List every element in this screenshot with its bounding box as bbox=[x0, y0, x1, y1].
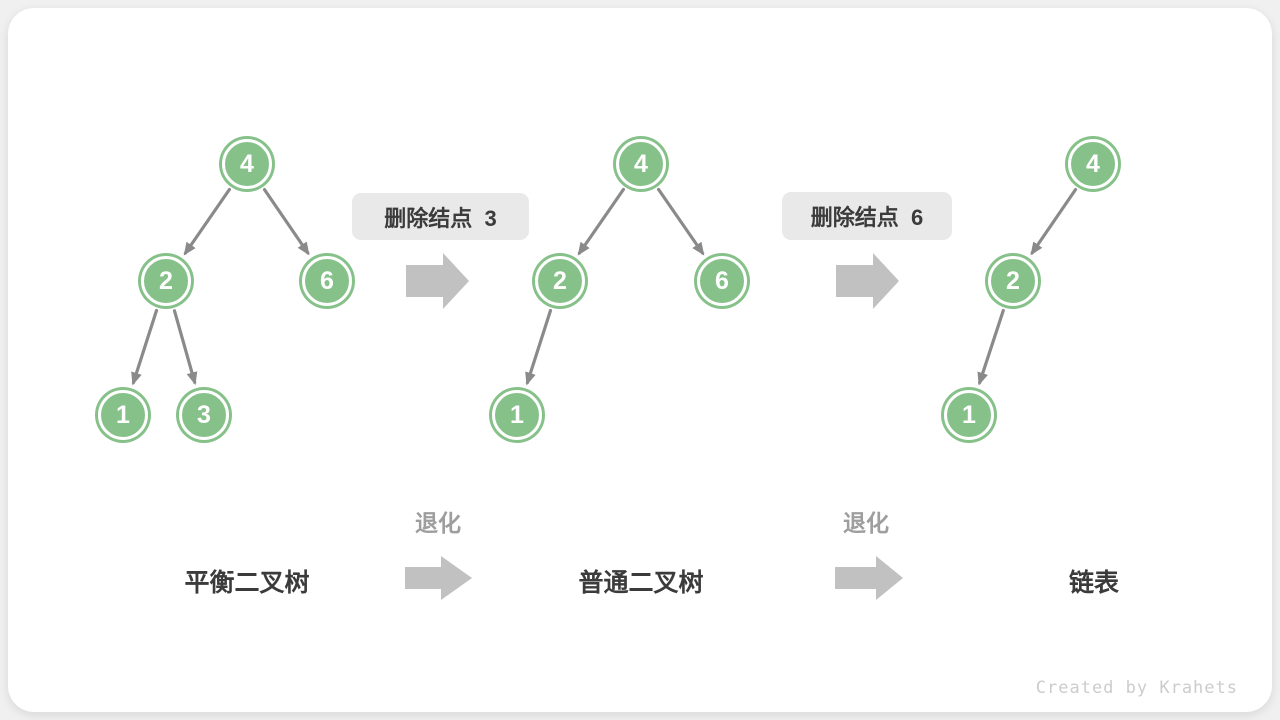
edge-2-1 bbox=[525, 308, 553, 386]
watermark-credit: Created by Krahets bbox=[1035, 678, 1238, 698]
tree-node: 1 bbox=[492, 390, 542, 440]
tree-node: 6 bbox=[302, 256, 352, 306]
tree-node: 2 bbox=[141, 256, 191, 306]
tree-node: 2 bbox=[535, 256, 585, 306]
diagram-card: 4 2 6 1 3 4 2 6 1 4 2 1 删除结点 3 删除结点 6 退化… bbox=[8, 8, 1272, 712]
edge-4-6 bbox=[656, 187, 705, 256]
tree-node: 6 bbox=[697, 256, 747, 306]
tree-node: 4 bbox=[222, 139, 272, 189]
degrade-block-arrow-icon-2 bbox=[835, 556, 903, 600]
tree-node: 1 bbox=[98, 390, 148, 440]
edge-4-6 bbox=[262, 188, 310, 256]
tree-node: 4 bbox=[616, 139, 666, 189]
edge-2-1 bbox=[131, 308, 159, 386]
edge-4-2 bbox=[1030, 188, 1078, 256]
tree-node: 4 bbox=[1068, 139, 1118, 189]
tree-name-ordinary-binary-tree: 普通二叉树 bbox=[578, 569, 704, 597]
degrade-block-arrow-icon-1 bbox=[405, 556, 472, 600]
step-label-delete-6: 删除结点 6 bbox=[782, 192, 952, 240]
step-label-delete-3: 删除结点 3 bbox=[352, 193, 529, 240]
edge-4-2 bbox=[577, 187, 626, 256]
tree-node: 2 bbox=[988, 256, 1038, 306]
tree-name-balanced-binary-tree: 平衡二叉树 bbox=[184, 569, 310, 597]
tree-node: 1 bbox=[944, 390, 994, 440]
edge-4-2 bbox=[183, 187, 231, 256]
edge-2-3 bbox=[172, 309, 198, 386]
edge-2-1 bbox=[977, 308, 1005, 386]
step-block-arrow-icon-1 bbox=[406, 253, 469, 309]
degrade-label-2: 退化 bbox=[843, 510, 889, 536]
degrade-label-1: 退化 bbox=[415, 510, 461, 536]
step-block-arrow-icon-2 bbox=[836, 253, 899, 309]
tree-name-linked-list: 链表 bbox=[1068, 569, 1120, 597]
tree-node: 3 bbox=[179, 390, 229, 440]
